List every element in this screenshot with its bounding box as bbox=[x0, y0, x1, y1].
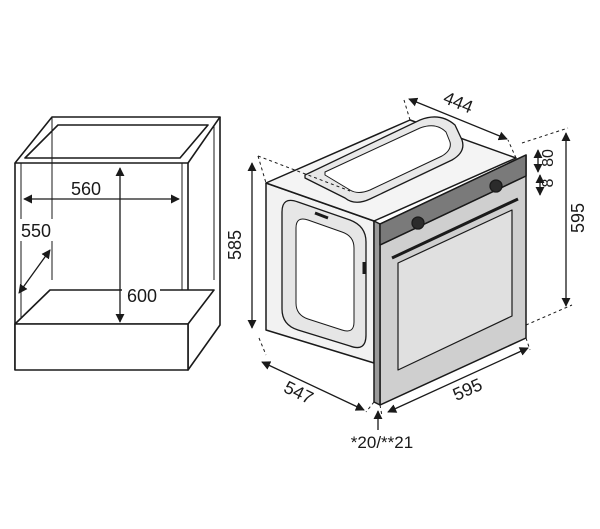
oven-dimensions bbox=[247, 97, 571, 430]
oven-top-depth-label: 444 bbox=[441, 88, 476, 118]
cabinet-right-side bbox=[187, 117, 221, 371]
oven-knobs bbox=[411, 179, 503, 230]
oven-knob-left bbox=[411, 216, 425, 230]
cabinet-height-label: 600 bbox=[127, 286, 157, 306]
cabinet-base bbox=[14, 323, 189, 371]
cabinet-width-label: 560 bbox=[71, 179, 101, 199]
oven-front-width-label: 595 bbox=[450, 374, 486, 404]
cabinet-shelf bbox=[14, 289, 215, 325]
oven-guide-lines bbox=[257, 99, 573, 417]
oven-front-width-arrow bbox=[387, 347, 529, 413]
oven-gap-label-a: 8 bbox=[540, 178, 557, 187]
oven-knob-right bbox=[489, 179, 503, 193]
cabinet-drawing bbox=[14, 116, 221, 371]
oven-body-depth-arrow bbox=[261, 361, 365, 411]
cabinet-top-inner bbox=[24, 124, 209, 159]
oven-top-depth-arrow bbox=[408, 97, 508, 141]
oven-gap-label-b: 80 bbox=[540, 149, 557, 167]
oven-protrusion-label: *20/**21 bbox=[351, 433, 413, 452]
oven-front-height-label: 595 bbox=[568, 203, 588, 233]
oven-body-depth-label: 547 bbox=[281, 377, 317, 408]
oven-handle bbox=[391, 197, 519, 260]
cabinet-top-frame bbox=[14, 116, 221, 164]
oven-door-glass bbox=[397, 209, 513, 371]
oven-front-edge bbox=[373, 220, 381, 406]
cabinet-depth-arrow bbox=[18, 249, 51, 294]
oven-body-height-label: 585 bbox=[225, 230, 245, 260]
cabinet-depth-label: 550 bbox=[21, 221, 51, 241]
oven-drawing bbox=[265, 116, 527, 406]
cabinet-dimensions bbox=[18, 167, 180, 323]
